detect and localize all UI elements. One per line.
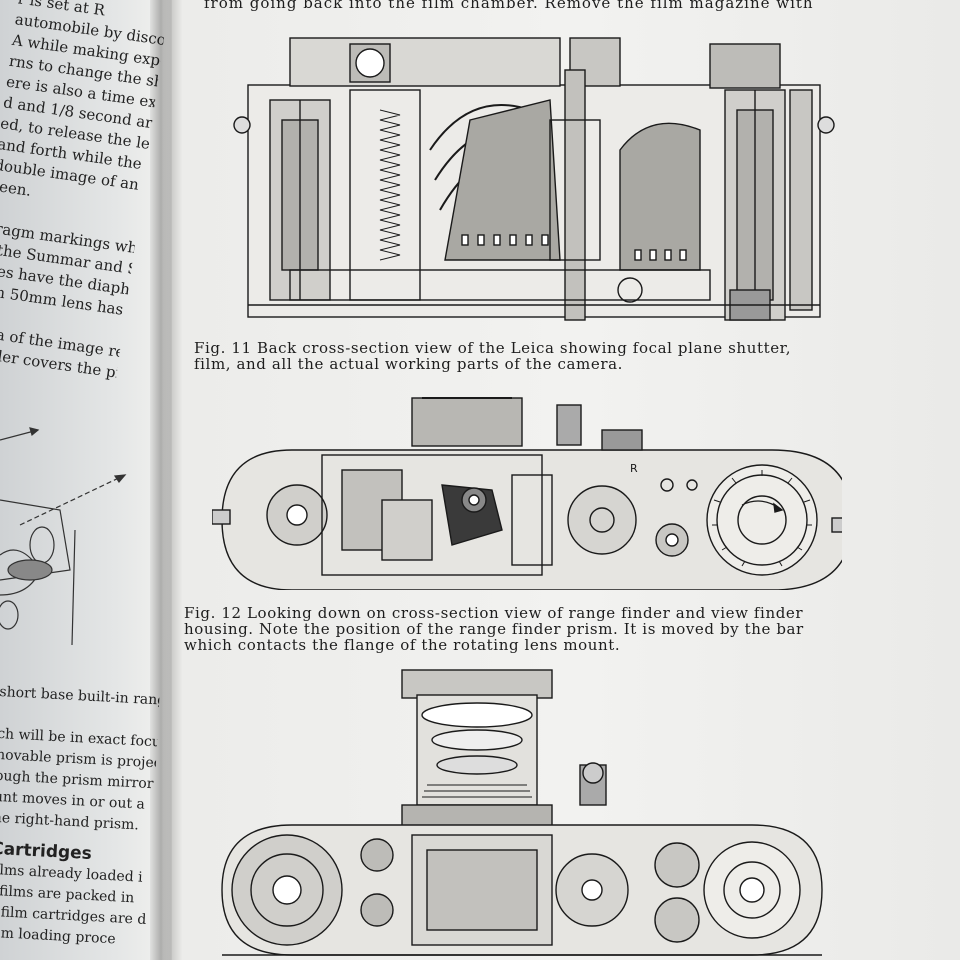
fig11-back-cross-section-illustration [233, 37, 835, 321]
fig13-lens-mount-cross-section-illustration [221, 669, 823, 956]
dial-label-r: R [630, 462, 638, 475]
left-text-top: r is set at R automobile by disconn A wh… [0, 0, 168, 384]
fig12-caption-line2: housing. Note the position of the range … [184, 620, 804, 638]
fig11-caption-line1: Fig. 11 Back cross-section view of the L… [194, 339, 792, 357]
fig12-caption: Fig. 12 Looking down on cross-section vi… [184, 605, 804, 653]
fig12-caption-line1: Fig. 12 Looking down on cross-section vi… [184, 604, 804, 622]
fig11-caption: Fig. 11 Back cross-section view of the L… [194, 340, 791, 372]
left-text-bottom: short base built-in range ch will be in … [0, 682, 160, 952]
fig12-caption-line3: which contacts the flange of the rotatin… [184, 636, 621, 654]
fig12-top-cross-section-illustration: R [212, 397, 842, 590]
book-gutter [150, 0, 172, 960]
fig11-caption-line2: film, and all the actual working parts o… [194, 355, 624, 373]
top-text-line: from going back into the film chamber. R… [204, 0, 814, 12]
left-rangefinder-illustration [0, 427, 127, 646]
right-page: from going back into the film chamber. R… [172, 0, 960, 960]
